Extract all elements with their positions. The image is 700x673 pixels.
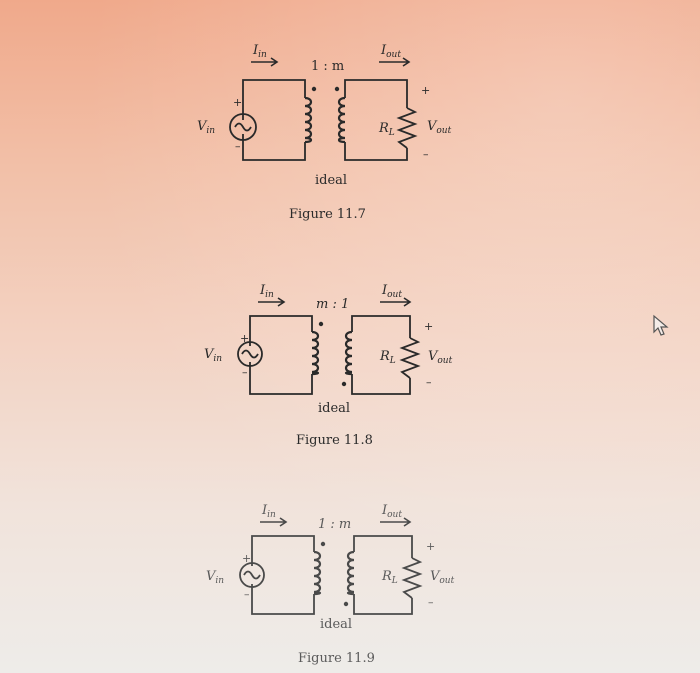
secondary-wire [351,315,411,395]
figure-caption: Figure 11.7 [289,207,366,222]
v-in-plus: + [240,332,249,345]
v-in-plus: + [242,552,251,565]
load-resistor-icon [396,107,418,149]
i-out-arrow [380,297,412,307]
polarity-dot-secondary [334,86,340,92]
secondary-coil [337,96,346,144]
i-in-label: Iin [261,503,276,520]
i-in-arrow [251,57,279,67]
figure-11-7: Iin 1 : m Iout + – Vin RL + – Vout ideal… [197,43,452,222]
i-out-arrow [379,57,411,67]
r-load-label: RL [378,121,395,138]
polarity-dot-primary [311,86,317,92]
primary-wire [249,315,313,395]
primary-coil [304,96,313,144]
v-in-label: Vin [204,347,222,364]
v-in-label: Vin [206,569,224,586]
i-in-label: Iin [259,283,274,300]
primary-wire [251,535,315,615]
figure-11-9: Iin 1 : m Iout + – Vin RL + – Vout ideal… [206,503,455,666]
polarity-dot-secondary [341,381,347,387]
v-in-plus: + [233,96,242,109]
v-in-label: Vin [197,119,215,136]
ac-source-icon [239,562,265,588]
v-in-minus: – [244,588,250,601]
polarity-dot-primary [320,541,326,547]
load-resistor-icon [401,557,423,599]
i-out-label: Iout [381,503,402,520]
figure-caption: Figure 11.8 [296,433,373,448]
v-out-plus: + [424,320,433,333]
polarity-dot-secondary [343,601,349,607]
v-out-minus: – [428,596,434,609]
v-in-minus: – [242,366,248,379]
i-in-arrow [260,517,288,527]
polarity-dot-primary [318,321,324,327]
i-out-label: Iout [381,283,402,300]
v-out-minus: – [426,376,432,389]
i-in-label: Iin [252,43,267,60]
ideal-label: ideal [318,401,350,416]
turns-ratio: 1 : m [318,517,351,532]
ideal-label: ideal [320,617,352,632]
ac-source-icon [229,113,257,141]
figure-11-8: Iin m : 1 Iout + – Vin RL + – Vout ideal… [204,283,453,448]
secondary-coil [344,330,353,376]
primary-coil [311,330,320,376]
turns-ratio: m : 1 [316,297,349,312]
v-out-label: Vout [430,569,455,586]
turns-ratio: 1 : m [311,59,344,74]
v-out-plus: + [426,540,435,553]
mouse-pointer-icon [653,314,669,336]
r-load-label: RL [379,349,396,366]
load-resistor-icon [399,337,421,379]
secondary-wire [353,535,413,615]
primary-coil [313,550,322,596]
v-in-minus: – [235,140,241,153]
ac-source-icon [237,341,263,367]
ideal-label: ideal [315,173,347,188]
v-out-minus: – [423,148,429,161]
i-out-arrow [380,517,412,527]
r-load-label: RL [381,569,398,586]
figure-caption: Figure 11.9 [298,651,375,666]
i-out-label: Iout [380,43,401,60]
v-out-label: Vout [428,349,453,366]
secondary-wire [344,79,408,161]
v-out-label: Vout [427,119,452,136]
v-out-plus: + [421,84,430,97]
secondary-coil [346,550,355,596]
i-in-arrow [258,297,286,307]
primary-wire [242,79,306,161]
